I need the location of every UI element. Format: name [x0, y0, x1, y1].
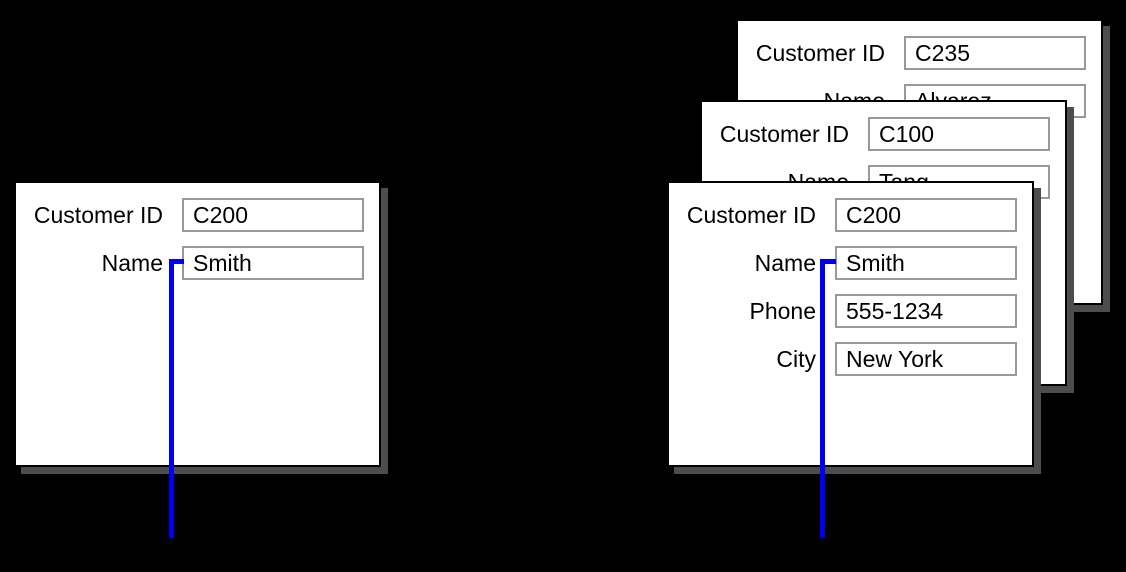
field-row: Customer ID C100 [702, 117, 1065, 151]
field-row: Phone 555-1234 [669, 294, 1032, 328]
field-label: Customer ID [755, 40, 885, 66]
customer-id-field[interactable]: C100 [868, 117, 1050, 151]
customer-id-field[interactable]: C200 [182, 198, 364, 232]
field-row: City New York [669, 342, 1032, 376]
customer-form-card-left: Customer ID C200 Name Smith [14, 181, 381, 467]
customer-form-card-front: Customer ID C200 Name Smith Phone 555-12… [667, 181, 1034, 467]
name-field[interactable]: Smith [182, 246, 364, 280]
field-label: Name [754, 250, 816, 276]
field-row: Customer ID C200 [16, 198, 379, 232]
field-label: Customer ID [33, 202, 163, 228]
phone-field[interactable]: 555-1234 [835, 294, 1017, 328]
field-row: Customer ID C200 [669, 198, 1032, 232]
name-field[interactable]: Smith [835, 246, 1017, 280]
field-label: Customer ID [686, 202, 816, 228]
connector-elbow-line [169, 259, 184, 264]
connector-elbow-line [820, 259, 836, 264]
field-row: Name Smith [669, 246, 1032, 280]
field-label: Phone [749, 298, 816, 324]
field-label: Customer ID [719, 121, 849, 147]
connector-vertical-line [820, 259, 825, 538]
customer-id-field[interactable]: C235 [904, 36, 1086, 70]
city-field[interactable]: New York [835, 342, 1017, 376]
field-row: Name Smith [16, 246, 379, 280]
connector-vertical-line [169, 259, 174, 538]
field-label: Name [101, 250, 163, 276]
customer-id-field[interactable]: C200 [835, 198, 1017, 232]
field-label: City [776, 346, 816, 372]
field-row: Customer ID C235 [738, 36, 1101, 70]
